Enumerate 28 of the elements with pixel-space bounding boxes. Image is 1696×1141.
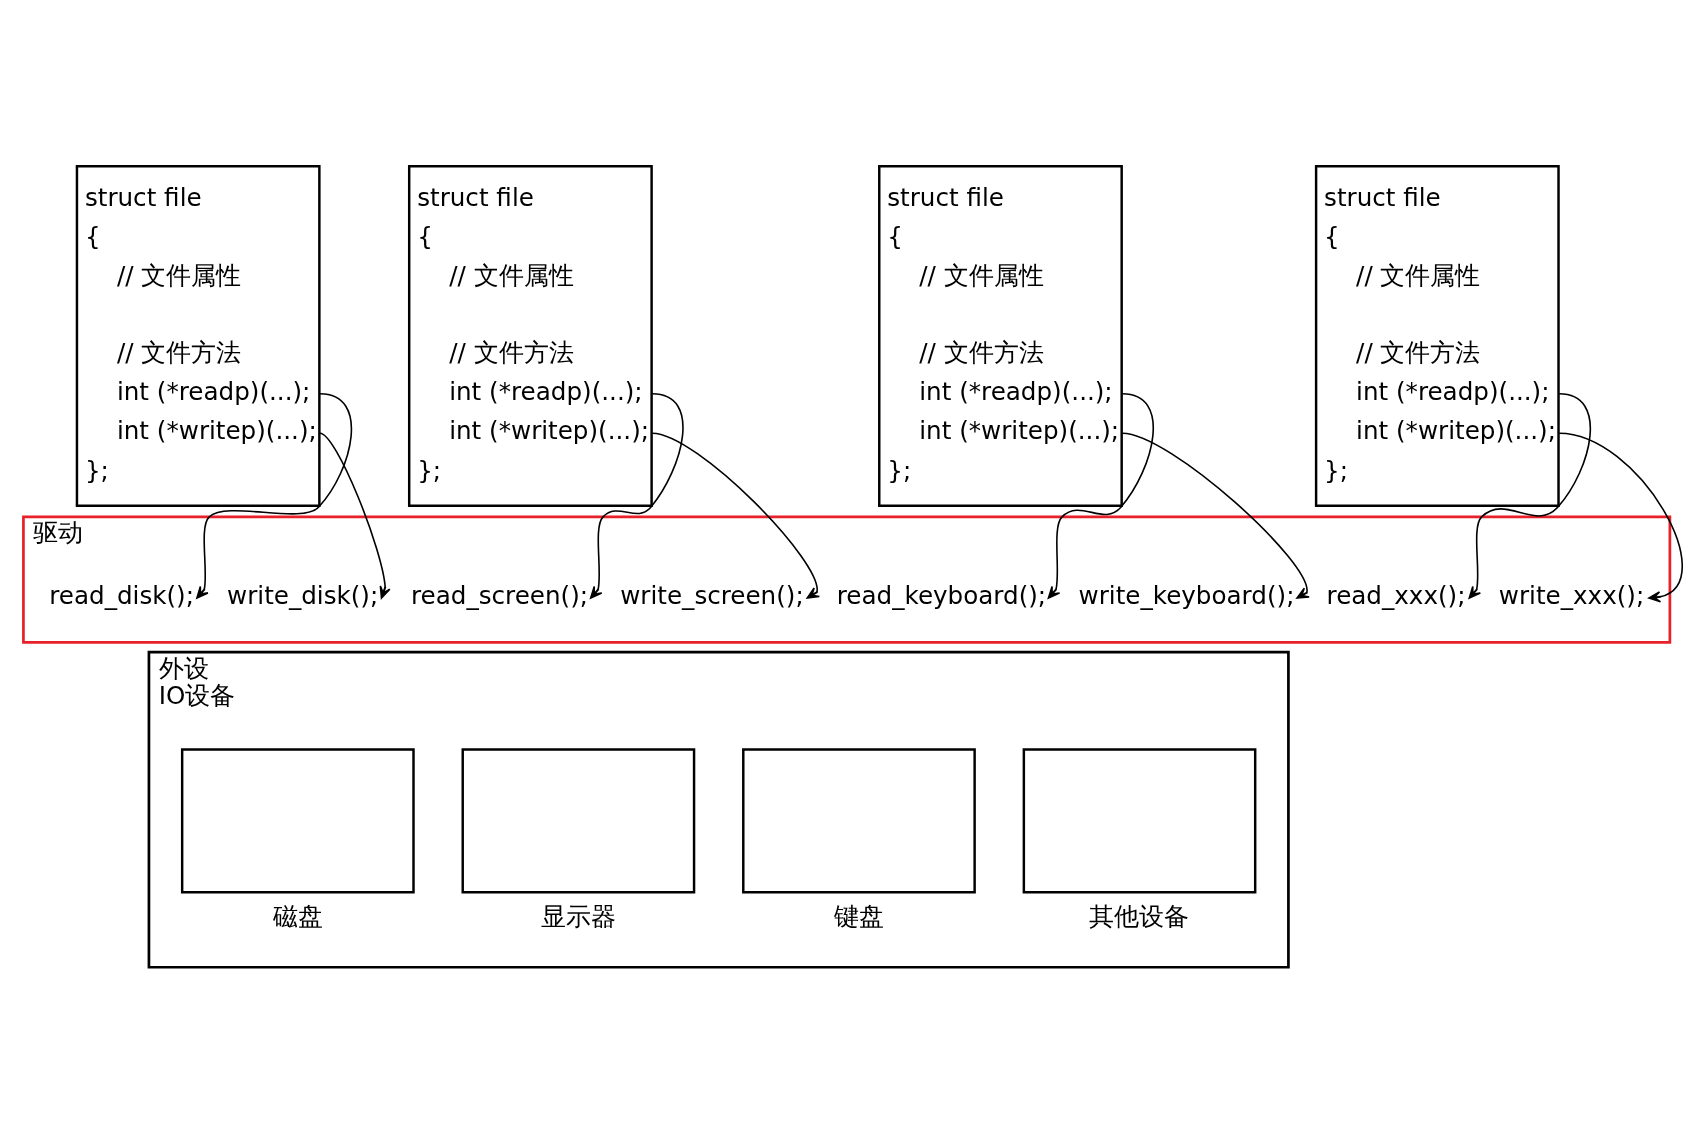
node-text: write_xxx(); <box>1498 580 1645 610</box>
arrow <box>1047 392 1154 599</box>
node-label: 显示器 <box>540 901 616 931</box>
arrow <box>1558 431 1684 603</box>
node-box <box>742 747 976 893</box>
node-text: write_screen(); <box>620 580 804 610</box>
arrow <box>589 392 684 599</box>
node-box: struct file { // 文件属性 // 文件方法 int (*readp)(...); int (*writep)(...); }; <box>1314 164 1560 507</box>
node-label: 键盘 <box>833 901 884 931</box>
node-text: write_disk(); <box>227 580 379 610</box>
node-label: 磁盘 <box>272 901 323 931</box>
arrow <box>651 431 821 599</box>
node-text: read_screen(); <box>411 580 589 610</box>
node-text: write_keyboard(); <box>1078 580 1295 610</box>
node-box: struct file { // 文件属性 // 文件方法 int (*readp)(...); int (*writep)(...); }; <box>75 164 321 507</box>
arrow <box>1121 431 1310 599</box>
node-box <box>461 747 696 893</box>
node-text: read_disk(); <box>49 580 195 610</box>
node-text: read_xxx(); <box>1326 580 1466 610</box>
node-box <box>1022 747 1257 893</box>
node-text: read_keyboard(); <box>836 580 1047 610</box>
node-label: 其他设备 <box>1089 901 1190 931</box>
arrow <box>196 392 353 599</box>
node-box: struct file { // 文件属性 // 文件方法 int (*readp)(...); int (*writep)(...); }; <box>878 164 1123 507</box>
arrow <box>1468 392 1592 599</box>
arrow <box>319 431 391 599</box>
node-box <box>180 747 415 893</box>
node-box: struct file { // 文件属性 // 文件方法 int (*readp)(...); int (*writep)(...); }; <box>407 164 653 507</box>
